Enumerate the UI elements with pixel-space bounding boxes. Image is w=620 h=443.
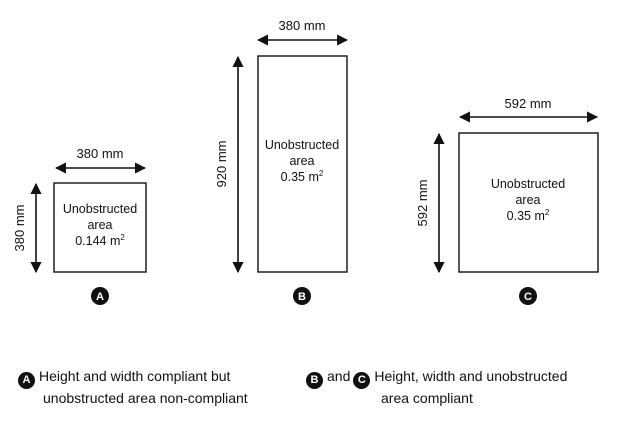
panel-c-height-label: 592 mm — [415, 180, 430, 227]
panel-b-badge — [293, 287, 311, 305]
panel-b-area-value: 0.35 m2 — [281, 169, 324, 184]
legend-and: and — [327, 368, 351, 384]
panel-b-height-label: 920 mm — [214, 141, 229, 188]
panel-c-opening — [458, 132, 599, 273]
panel-c: 592 mm 592 mm Unobstructed area 0.35 m2 … — [415, 96, 599, 305]
panel-a-width-label: 380 mm — [77, 146, 124, 161]
panel-a-area-value: 0.144 m2 — [75, 233, 125, 248]
legend-b-badge: B — [306, 372, 323, 389]
legend-a-badge: A — [18, 372, 35, 389]
panel-c-width-label: 592 mm — [505, 96, 552, 111]
legend-a-line2: unobstructed area non-compliant — [43, 390, 248, 406]
panel-a-badge-letter: A — [96, 291, 104, 303]
panel-a-opening — [53, 182, 147, 273]
panel-c-area-value: 0.35 m2 — [507, 208, 550, 223]
panel-b-area-line1: Unobstructed — [265, 138, 339, 152]
legend-c-badge: C — [353, 372, 371, 389]
panel-a: 380 mm 380 mm Unobstructed area 0.144 m2… — [12, 146, 147, 305]
panel-c-area-line1: Unobstructed — [491, 177, 565, 191]
panel-b-opening — [257, 55, 348, 273]
panel-c-badge-letter: C — [524, 291, 532, 303]
panel-b: 380 mm 920 mm Unobstructed area 0.35 m2 … — [214, 18, 349, 305]
panel-a-area-line1: Unobstructed — [63, 202, 137, 216]
panel-b-width-label: 380 mm — [279, 18, 326, 33]
panel-a-badge — [91, 287, 109, 305]
panel-b-area-line2: area — [289, 154, 314, 168]
legend-bc-line2: area compliant — [381, 390, 473, 406]
legend-bc-line1: Height, width and unobstructed — [374, 368, 568, 384]
panel-a-area-line2: area — [87, 218, 112, 232]
panel-b-badge-letter: B — [298, 291, 306, 303]
panel-c-area-line2: area — [515, 193, 540, 207]
panel-a-height-label: 380 mm — [12, 205, 27, 252]
legend-a-line1: Height and width compliant but — [39, 368, 231, 384]
panel-c-badge — [519, 287, 537, 305]
